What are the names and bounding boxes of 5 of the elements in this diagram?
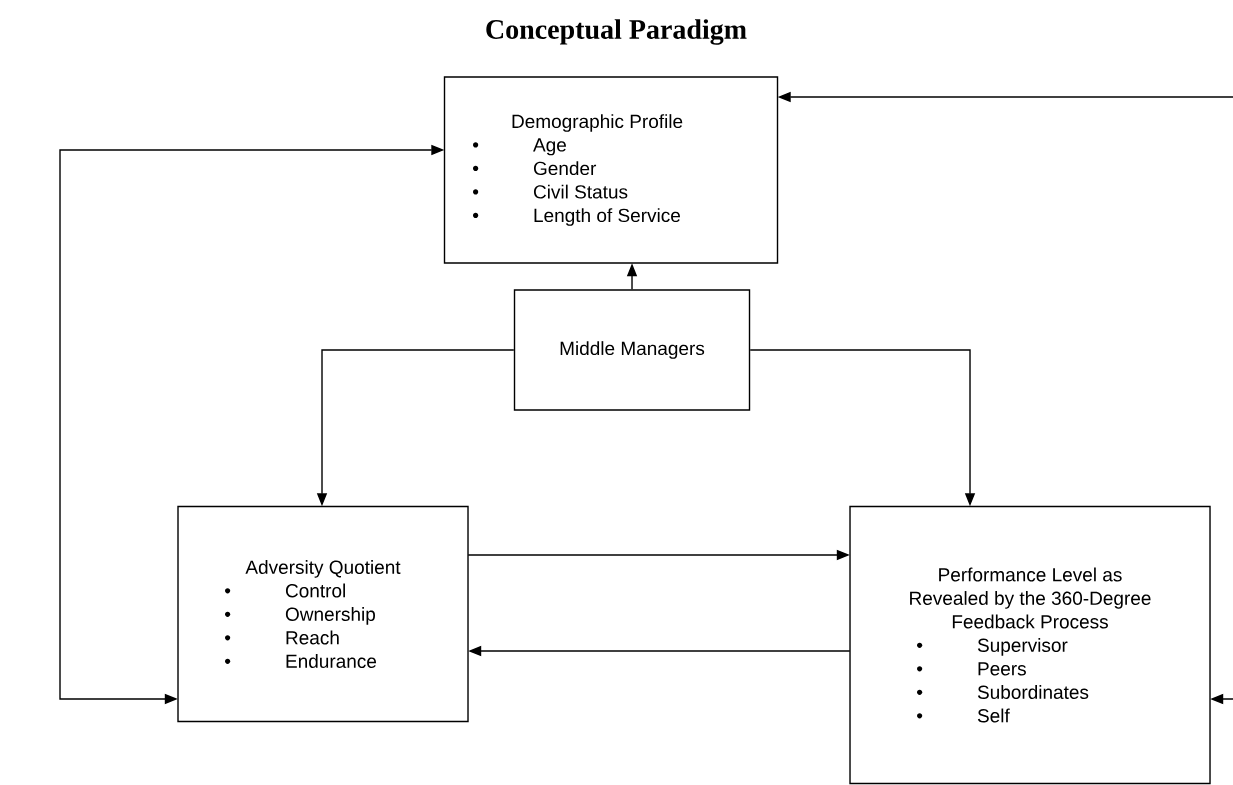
process-box: Demographic Profile Age Gender Civil Status Length of Service bbox=[443, 76, 779, 264]
process-box: Performance Level as Revealed by the 360-Degree Feedback Process Supervisor Peers Subordinates Self bbox=[849, 505, 1211, 785]
process-box: Middle Managers bbox=[513, 289, 751, 411]
diagram-title: Conceptual Paradigm bbox=[486, 19, 747, 45]
process-box: Adversity Quotient Control Ownership Reach Endurance bbox=[177, 505, 469, 723]
